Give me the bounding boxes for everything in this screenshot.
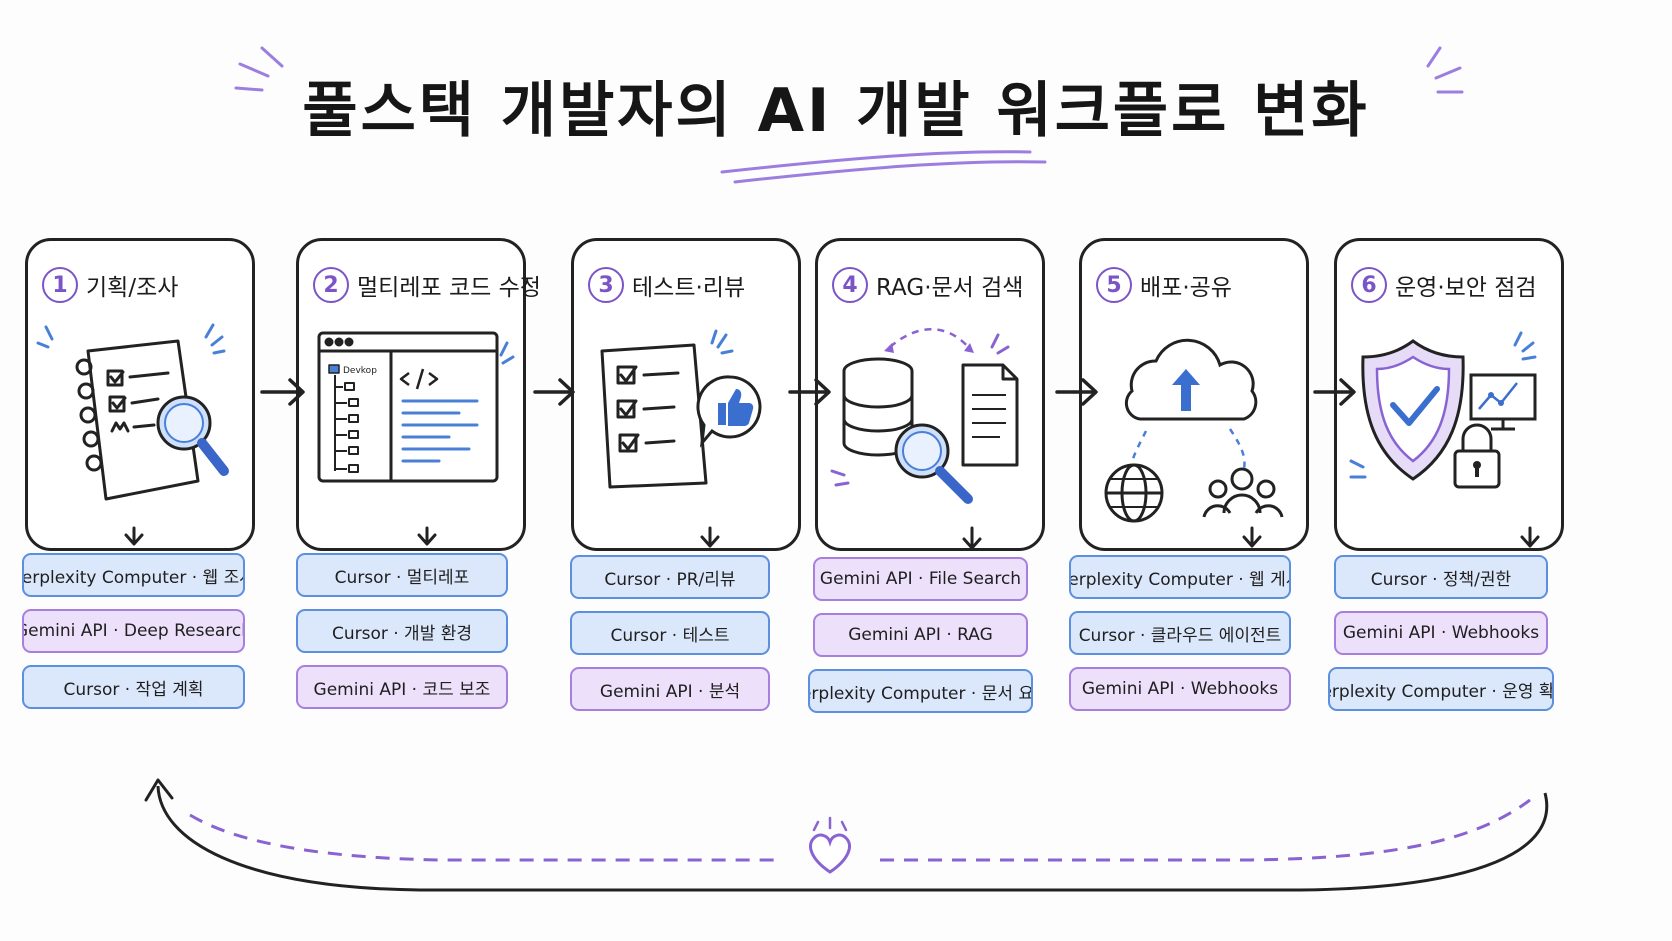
- stage-3-tool-3: Gemini API · 분석: [570, 667, 770, 711]
- stage-1-tool-2: Gemini API · Deep Research: [22, 609, 245, 653]
- stage-5-tool-3: Gemini API · Webhooks: [1069, 667, 1291, 711]
- stage-5-illustration: [1104, 338, 1284, 523]
- stage-4-number: 4: [832, 267, 868, 303]
- stage-6-tool-3: Perplexity Computer · 운영 확인: [1328, 667, 1554, 711]
- stage-2-tool-1: Cursor · 멀티레포: [296, 553, 508, 597]
- document-icon: [961, 363, 1019, 467]
- folder-label: Devkop: [343, 366, 377, 376]
- stage-3-label: 테스트·리뷰: [632, 275, 746, 301]
- stage-3-tool-1: Cursor · PR/리뷰: [570, 555, 770, 599]
- stage-1-card: 1 기획/조사: [25, 238, 255, 551]
- stage-3-tool-2: Cursor · 테스트: [570, 611, 770, 655]
- magnifier-icon: [894, 423, 973, 504]
- heart-icon: [809, 833, 851, 874]
- checklist-icon: [600, 343, 708, 489]
- stage-1-tool-3: Cursor · 작업 계획: [22, 665, 245, 709]
- stage-4-header: 4 RAG·문서 검색: [832, 263, 1036, 307]
- stage-2-tool-3: Gemini API · 코드 보조: [296, 665, 508, 709]
- users-icon: [1202, 467, 1284, 518]
- stage-2-card: 2 멀티레포 코드 수정 Devkop: [296, 238, 541, 551]
- stage-6-card: 6 운영·보안 점검: [1334, 238, 1564, 551]
- stage-1-illustration: [36, 323, 229, 501]
- stage-2-label: 멀티레포 코드 수정: [357, 275, 541, 301]
- globe-icon: [1104, 463, 1164, 523]
- arrow-2-to-3: [533, 378, 575, 406]
- stage-3-card: 3 테스트·리뷰: [571, 238, 801, 551]
- page-title: 풀스택 개발자의 AI 개발 워크플로 변화: [302, 76, 1370, 146]
- stage-3-header: 3 테스트·리뷰: [588, 263, 792, 307]
- magnifier-icon: [156, 395, 229, 476]
- stage-1-header: 1 기획/조사: [42, 263, 246, 307]
- stage-4-tool-1: Gemini API · File Search: [813, 557, 1028, 601]
- stage-3-illustration: [600, 329, 762, 489]
- stage-4-illustration: [830, 328, 1019, 504]
- stage-5-tool-1: Perplexity Computer · 웹 게시: [1069, 555, 1291, 599]
- stage-2-number: 2: [313, 267, 349, 303]
- cloud-upload-icon: [1124, 338, 1258, 421]
- stage-6-label: 운영·보안 점검: [1395, 275, 1537, 301]
- title-decoration: [234, 46, 1464, 184]
- feedback-loop-arrow: [144, 778, 1549, 892]
- title-area: 풀스택 개발자의 AI 개발 워크플로 변화: [0, 40, 1672, 190]
- stage-1-tool-1: Perplexity Computer · 웹 조사: [22, 553, 245, 597]
- stage-2-tool-2: Cursor · 개발 환경: [296, 609, 508, 653]
- database-icon: [842, 357, 914, 457]
- stage-4-card: 4 RAG·문서 검색: [815, 238, 1045, 551]
- stage-4-tool-3: Perplexity Computer · 문서 요약: [808, 669, 1033, 713]
- padlock-icon: [1453, 423, 1501, 489]
- notebook-icon: [75, 339, 200, 501]
- stage-4-tool-2: Gemini API · RAG: [813, 613, 1028, 657]
- stage-5-number: 5: [1096, 267, 1132, 303]
- stage-5-header: 5 배포·공유: [1096, 263, 1300, 307]
- monitor-chart-icon: [1469, 373, 1537, 431]
- stage-5-label: 배포·공유: [1140, 275, 1232, 301]
- stage-1-number: 1: [42, 267, 78, 303]
- thumbs-up-icon: [696, 375, 762, 448]
- stage-5-tool-2: Cursor · 클라우드 에이전트: [1069, 611, 1291, 655]
- stage-2-illustration: Devkop: [317, 331, 515, 483]
- stage-6-tool-1: Cursor · 정책/권한: [1334, 555, 1548, 599]
- stage-6-tool-2: Gemini API · Webhooks: [1334, 611, 1548, 655]
- code-editor-icon: Devkop: [317, 331, 499, 483]
- stage-2-header: 2 멀티레포 코드 수정: [313, 263, 541, 307]
- stage-6-header: 6 운영·보안 점검: [1351, 263, 1555, 307]
- stage-5-card: 5 배포·공유: [1079, 238, 1309, 551]
- stage-3-number: 3: [588, 267, 624, 303]
- shield-check-icon: [1361, 339, 1465, 481]
- stage-6-illustration: [1349, 331, 1537, 489]
- stage-4-label: RAG·문서 검색: [876, 275, 1024, 301]
- stage-1-label: 기획/조사: [86, 275, 179, 301]
- stage-6-number: 6: [1351, 267, 1387, 303]
